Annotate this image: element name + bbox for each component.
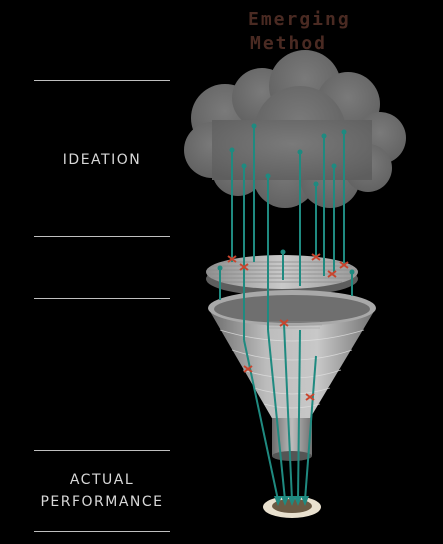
divider-bottom [34,531,170,532]
arrowheads [274,496,309,506]
rejection-markers [227,253,349,401]
diagram-title: Emerging Method [238,8,378,56]
divider-middle [34,298,170,299]
divider-performance-top [34,450,170,451]
title-line-2: Method [250,33,328,54]
idea-cloud [184,50,406,208]
divider-top [34,80,170,81]
stage-label-actual: ACTUAL [69,472,135,488]
stage-label-performance: PERFORMANCE [40,494,164,510]
idea-lines [219,126,353,501]
idea-line-dots [217,123,355,275]
funnel-cone [208,290,376,420]
divider-ideation-bottom [34,236,170,237]
stage-label-ideation: IDEATION [62,152,142,168]
title-line-1: Emerging [248,9,351,30]
